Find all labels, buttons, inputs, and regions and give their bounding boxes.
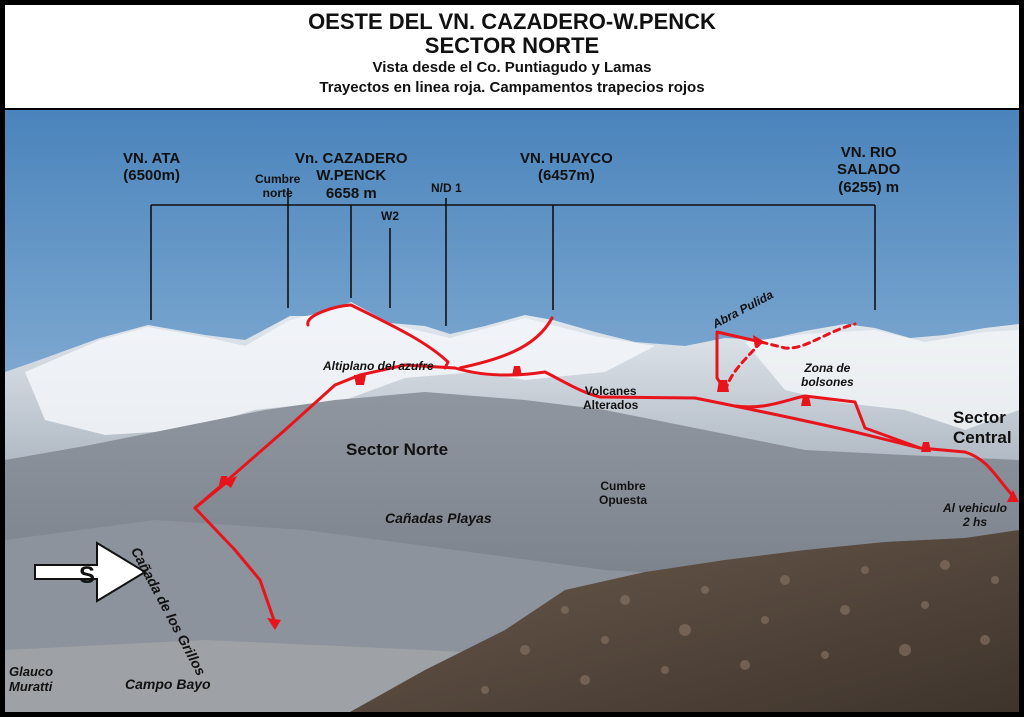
cumbre-norte-label: Cumbre norte xyxy=(255,172,301,201)
vehiculo-label: Al vehiculo 2 hs xyxy=(943,501,1008,530)
volcanes-alterados-label: Volcanes Alterados xyxy=(583,384,639,413)
peak-cazadero-altitude: 6658 m xyxy=(325,184,377,202)
vehiculo-line2: 2 hs xyxy=(963,514,988,529)
compass-arrow xyxy=(34,541,147,603)
campsites xyxy=(219,366,931,485)
peak-ata-altitude: (6500m) xyxy=(123,167,180,185)
peak-ata-name: VN. ATA xyxy=(123,150,181,167)
rocky-foreground xyxy=(350,530,1019,712)
camp-marker xyxy=(717,380,729,392)
route-canada-grillos xyxy=(193,480,229,510)
arrowhead-abra xyxy=(753,335,765,348)
glauco-line1: Glauco xyxy=(9,664,54,679)
route-arrowheads xyxy=(223,335,1019,630)
camp-marker xyxy=(801,396,811,406)
peak-cazadero-line1: Vn. CAZADERO xyxy=(295,150,408,167)
volcanes-line1: Volcanes xyxy=(584,384,637,398)
route-summit xyxy=(306,303,450,370)
camp-marker xyxy=(219,476,229,485)
campo-bayo-label: Campo Bayo xyxy=(125,676,211,692)
volcanes-line2: Alterados xyxy=(583,397,639,412)
zona-line1: Zona de xyxy=(804,361,851,375)
rock-texture xyxy=(481,560,999,694)
zona-line2: bolsones xyxy=(801,374,854,389)
glauco-muratti-label: Glauco Muratti xyxy=(9,664,54,695)
peak-rio-salado-line2: SALADO xyxy=(837,161,901,179)
subtitle: SECTOR NORTE xyxy=(424,33,600,58)
camp-marker xyxy=(512,366,522,376)
viewpoint-note: Vista desde el Co. Puntiagudo y Lamas xyxy=(372,59,652,76)
peak-huayco-altitude: (6457m) xyxy=(538,167,595,185)
cumbre-opuesta-line1: Cumbre xyxy=(600,479,646,493)
arrowhead-grillos xyxy=(223,476,237,488)
peak-huayco-name: VN. HUAYCO xyxy=(520,150,613,167)
zona-bolsones-label: Zona de bolsones xyxy=(801,361,854,390)
legend-note: Trayectos en linea roja. Campamentos tra… xyxy=(319,79,705,96)
peak-ata-label: VN. ATA (6500m) xyxy=(123,150,180,185)
sector-norte-label: Sector Norte xyxy=(346,440,449,459)
sector-central-line1: Sector xyxy=(953,408,1006,427)
snowfield xyxy=(25,305,655,435)
vehiculo-line1: Al vehiculo xyxy=(943,501,1008,515)
camp-marker xyxy=(921,442,931,452)
canadas-playas-label: Cañadas Playas xyxy=(385,510,492,526)
cumbre-norte-line1: Cumbre xyxy=(255,172,301,186)
cumbre-opuesta-line2: Opuesta xyxy=(599,492,648,507)
peak-rio-salado-label: VN. RIO SALADO (6255) m xyxy=(837,144,900,196)
peak-cazadero-line2: W.PENCK xyxy=(316,167,387,185)
route-huayco xyxy=(458,316,554,370)
south-arrow-icon xyxy=(34,541,147,603)
arrowhead-campo xyxy=(267,618,281,630)
title-block: OESTE DEL VN. CAZADERO-W.PENCK SECTOR NO… xyxy=(5,5,1019,108)
cumbre-opuesta-label: Cumbre Opuesta xyxy=(599,479,648,508)
altiplano-label: Altiplano del azufre xyxy=(323,359,434,373)
glauco-line2: Muratti xyxy=(9,678,53,694)
sector-central-label: Sector Central xyxy=(953,408,1012,447)
camp-marker xyxy=(354,375,366,385)
cumbre-norte-line2: norte xyxy=(262,185,293,200)
arrowhead-vehiculo xyxy=(1007,490,1019,502)
title: OESTE DEL VN. CAZADERO-W.PENCK xyxy=(308,9,716,34)
compass-letter: S xyxy=(79,562,96,589)
route-main xyxy=(193,363,1017,625)
peak-rio-salado-line1: VN. RIO xyxy=(840,144,897,161)
landscape-drawing xyxy=(5,110,1019,712)
peak-pointer-lines xyxy=(150,188,876,326)
route-bolsones xyxy=(733,394,922,450)
nd1-label: N/D 1 xyxy=(431,181,462,195)
mountain-photo: S VN. ATA (6500m) Cumbre norte Vn. CAZAD… xyxy=(5,110,1019,712)
peak-rio-salado-altitude: (6255) m xyxy=(838,178,900,196)
w2-label: W2 xyxy=(381,209,399,223)
sector-central-line2: Central xyxy=(953,427,1012,447)
peak-huayco-label: VN. HUAYCO (6457m) xyxy=(520,150,613,185)
snowfield xyxy=(745,330,1019,430)
peak-cazadero-label: Vn. CAZADERO W.PENCK 6658 m xyxy=(295,150,408,202)
